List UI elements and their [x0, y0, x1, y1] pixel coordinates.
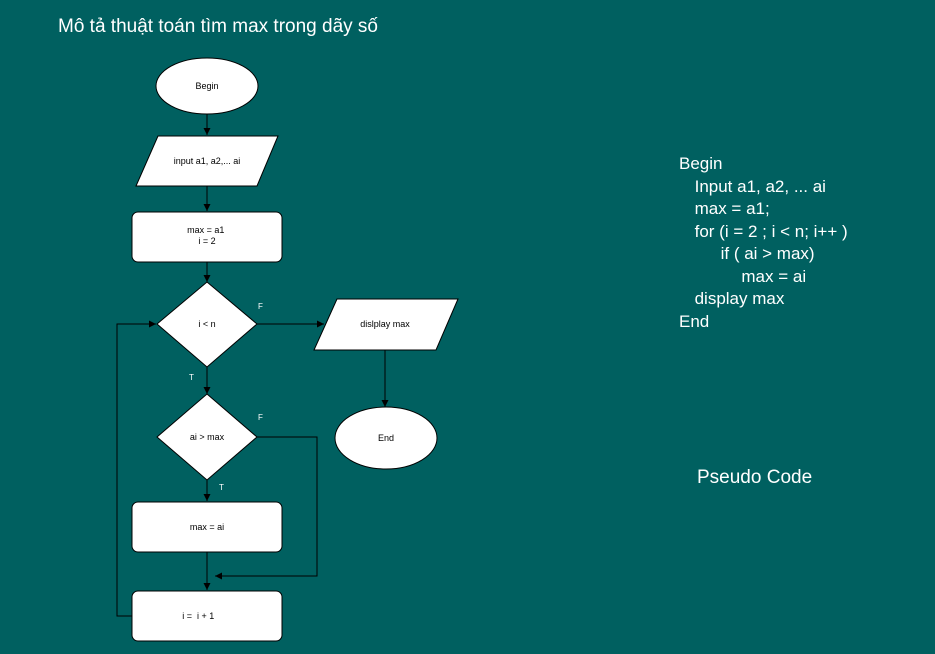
node-display-line: dislplay max	[360, 319, 410, 329]
node-cond-ai-line: ai > max	[190, 432, 225, 442]
node-input-line: input a1, a2,... ai	[174, 156, 241, 166]
label-cond-ai-true: T	[219, 483, 224, 492]
node-begin-shape	[155, 57, 259, 115]
pseudocode-line: if ( ai > max)	[720, 244, 815, 263]
node-input-text: input a1, a2,... ai	[174, 156, 241, 166]
node-cond-ai: ai > max	[156, 393, 258, 481]
node-init-shape	[131, 211, 283, 263]
pseudocode-line: max = ai	[741, 266, 807, 286]
pseudocode-caption: Pseudo Code	[697, 467, 813, 488]
node-display-shape	[313, 298, 459, 351]
edge-incr-loop-back	[116, 320, 156, 617]
node-cond-i: i < n	[156, 281, 258, 368]
node-begin-text: Begin	[195, 81, 218, 91]
pseudocode-block: Begin Input a1, a2, ... ai max = a1; for…	[679, 153, 848, 333]
node-cond-ai-shape	[156, 393, 258, 481]
edge-cond-ai-false-merge	[215, 436, 318, 580]
label-cond-i-true: T	[189, 373, 194, 382]
node-begin: Begin	[155, 57, 259, 115]
slide-title: Mô tả thuật toán tìm max trong dãy số	[58, 16, 378, 37]
node-end-shape	[334, 406, 438, 470]
label-cond-i-false: F	[258, 302, 263, 311]
flowchart-edges	[116, 114, 389, 617]
node-assign-line: max = ai	[190, 522, 224, 532]
pseudocode-line: End	[679, 311, 710, 331]
node-init-text: max = a1 i = 2	[187, 225, 227, 246]
pseudocode-line: for (i = 2 ; i < n; i++ )	[694, 221, 848, 241]
node-display: dislplay max	[313, 298, 459, 351]
node-display-text: dislplay max	[360, 319, 410, 329]
node-end: End	[334, 406, 438, 470]
node-begin-line: Begin	[195, 81, 218, 91]
node-incr-shape	[131, 590, 283, 642]
node-cond-i-text: i < n	[198, 319, 215, 329]
node-cond-i-line: i < n	[198, 319, 215, 329]
pseudocode-line: Input a1, a2, ... ai	[694, 176, 826, 196]
node-input: input a1, a2,... ai	[135, 135, 279, 187]
node-input-shape	[135, 135, 279, 187]
node-init-line-2: i = 2	[198, 236, 215, 246]
node-init: max = a1 i = 2	[131, 211, 283, 263]
label-cond-ai-false: F	[258, 413, 263, 422]
node-assign-shape	[131, 501, 283, 553]
pseudocode-line: max = a1;	[694, 199, 770, 218]
node-init-line-1: max = a1	[187, 225, 224, 235]
node-assign: max = ai	[131, 501, 283, 553]
node-incr-text: i = i + 1	[182, 611, 232, 621]
pseudocode-line: Begin	[679, 154, 723, 173]
node-incr: i = i + 1	[131, 590, 283, 642]
node-incr-line: i = i + 1	[182, 611, 214, 621]
node-cond-i-shape	[156, 281, 258, 368]
pseudocode-line: display max	[694, 289, 785, 308]
node-end-line: End	[378, 433, 394, 443]
node-assign-text: max = ai	[190, 522, 224, 532]
node-cond-ai-text: ai > max	[190, 432, 225, 442]
node-end-text: End	[378, 433, 394, 443]
